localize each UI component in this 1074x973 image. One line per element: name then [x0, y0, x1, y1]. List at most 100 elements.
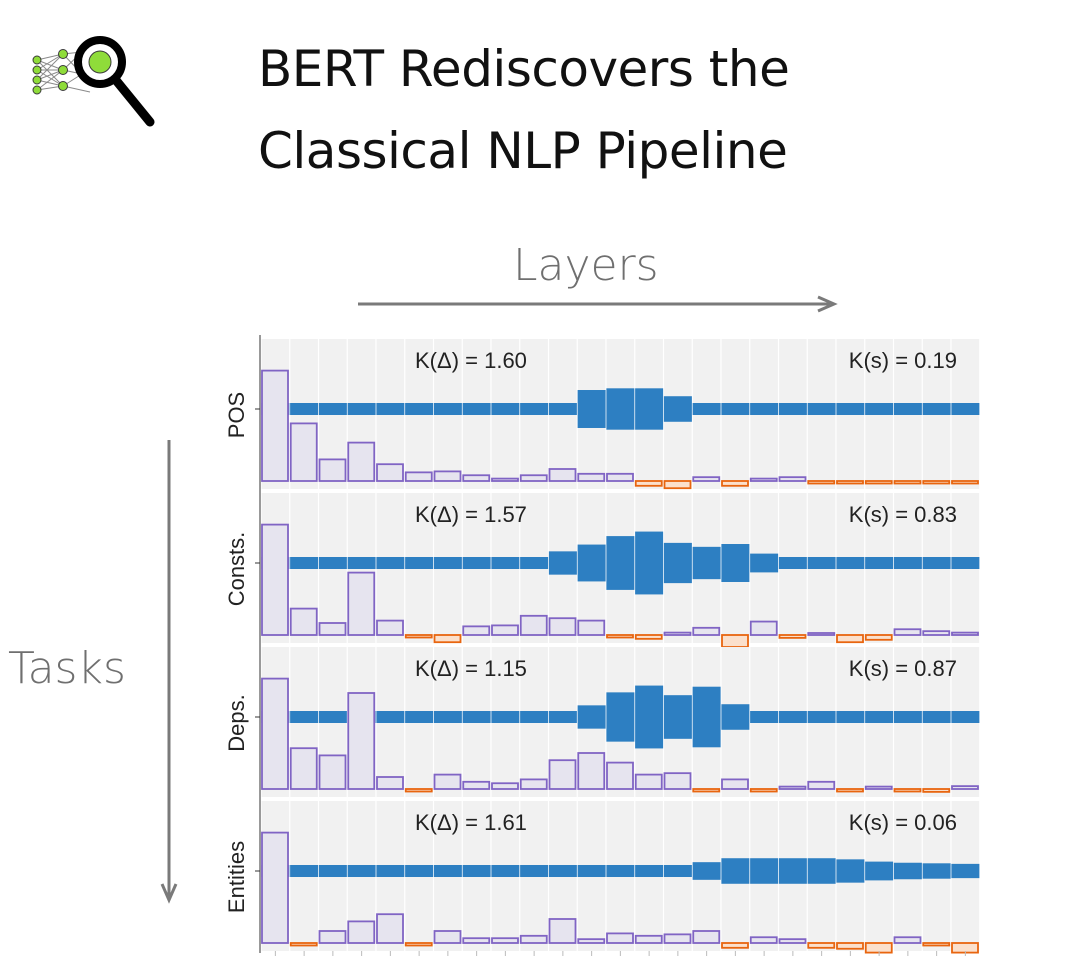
delta-bar-negative [404, 942, 433, 947]
blue-span-bar [462, 865, 491, 877]
delta-bar-positive [347, 441, 376, 482]
blue-span-bar [462, 711, 491, 723]
blue-span-bar [836, 859, 865, 883]
delta-bar-negative [692, 788, 721, 793]
blue-span-bar [462, 557, 491, 569]
delta-bar-positive [749, 477, 778, 482]
task-label: POS [224, 392, 249, 438]
delta-bar-negative [922, 480, 951, 485]
delta-bar-positive [548, 617, 577, 636]
k-delta-annotation: K(Δ) = 1.61 [415, 810, 527, 835]
slide-title-line-1: BERT Rediscovers the [258, 40, 790, 98]
delta-bar-negative [836, 788, 864, 793]
blue-span-bar [405, 403, 434, 415]
delta-bar-positive [376, 463, 404, 482]
delta-bar-positive [606, 761, 634, 790]
delta-bar-positive [261, 831, 289, 944]
blue-span-bar [893, 862, 922, 880]
k-s-annotation: K(s) = 0.83 [849, 502, 957, 527]
delta-bar-positive [433, 930, 462, 944]
blue-span-bar [577, 390, 606, 428]
blue-span-bar [635, 865, 664, 877]
blue-span-bar [318, 865, 347, 877]
blue-span-bar [347, 557, 376, 569]
delta-bar-positive [347, 692, 376, 790]
blue-span-bar [433, 403, 462, 415]
delta-bar-positive [519, 934, 548, 944]
delta-bar-negative [836, 634, 864, 644]
blue-span-bar [750, 711, 779, 723]
delta-bar-positive [318, 622, 347, 636]
blue-span-bar [347, 865, 376, 877]
blue-span-bar [721, 704, 750, 730]
blue-span-bar [836, 403, 865, 415]
blue-span-bar [778, 858, 807, 884]
layers-axis-label: Layers [513, 240, 659, 291]
delta-bar-positive [491, 782, 519, 790]
delta-bar-positive [951, 631, 979, 636]
blue-span-bar [635, 685, 664, 749]
blue-span-bar [376, 557, 405, 569]
delta-bar-negative [807, 480, 836, 485]
delta-bar-positive [433, 470, 462, 482]
delta-bar-positive [778, 785, 807, 790]
blue-span-bar [405, 557, 434, 569]
blue-span-bar [376, 403, 405, 415]
delta-bar-positive [778, 938, 807, 944]
blue-span-bar [606, 388, 635, 430]
blue-span-bar [951, 403, 980, 415]
delta-bar-negative [634, 480, 663, 487]
blue-span-bar [721, 544, 750, 582]
blue-span-bar [405, 865, 434, 877]
k-s-annotation: K(s) = 0.87 [849, 656, 957, 681]
blue-span-bar [606, 692, 635, 742]
delta-bar-positive [634, 934, 663, 944]
delta-bar-positive [376, 913, 404, 944]
delta-bar-positive [951, 785, 979, 790]
delta-bar-positive [433, 773, 462, 790]
task-label: Consts. [224, 532, 249, 607]
delta-bar-negative [893, 788, 922, 793]
delta-bar-positive [289, 747, 318, 790]
blue-span-bar [865, 403, 894, 415]
delta-bar-positive [893, 628, 922, 636]
k-s-annotation: K(s) = 0.19 [849, 348, 957, 373]
delta-bar-positive [318, 930, 347, 944]
blue-span-bar [778, 557, 807, 569]
delta-bar-positive [893, 936, 922, 944]
delta-bar-negative [289, 942, 318, 947]
delta-bar-positive [261, 369, 289, 482]
blue-span-bar [663, 396, 692, 422]
blue-span-bar [548, 551, 577, 575]
blue-span-bar [577, 544, 606, 582]
blue-span-bar [951, 863, 980, 879]
delta-bar-negative [634, 634, 663, 640]
blue-span-bar [318, 711, 347, 723]
layers-arrow-icon [358, 295, 838, 313]
blue-span-bar [778, 403, 807, 415]
k-delta-annotation: K(Δ) = 1.15 [415, 656, 527, 681]
delta-bar-positive [289, 607, 318, 636]
delta-bar-positive [721, 778, 749, 790]
blue-span-bar [922, 557, 951, 569]
blue-span-bar [951, 557, 980, 569]
delta-bar-negative [864, 480, 893, 485]
blue-span-bar [376, 711, 405, 723]
blue-span-bar [548, 711, 577, 723]
blue-span-bar [548, 865, 577, 877]
delta-bar-positive [404, 471, 433, 482]
delta-bar-positive [491, 624, 519, 636]
task-label: Entities [224, 841, 249, 913]
delta-bar-positive [318, 458, 347, 482]
delta-bar-positive [749, 620, 778, 636]
delta-bar-positive [692, 930, 721, 944]
delta-bar-positive [519, 778, 548, 790]
blue-span-bar [635, 388, 664, 430]
blue-span-bar [750, 858, 779, 884]
blue-span-bar [290, 865, 319, 877]
blue-span-bar [721, 858, 750, 884]
